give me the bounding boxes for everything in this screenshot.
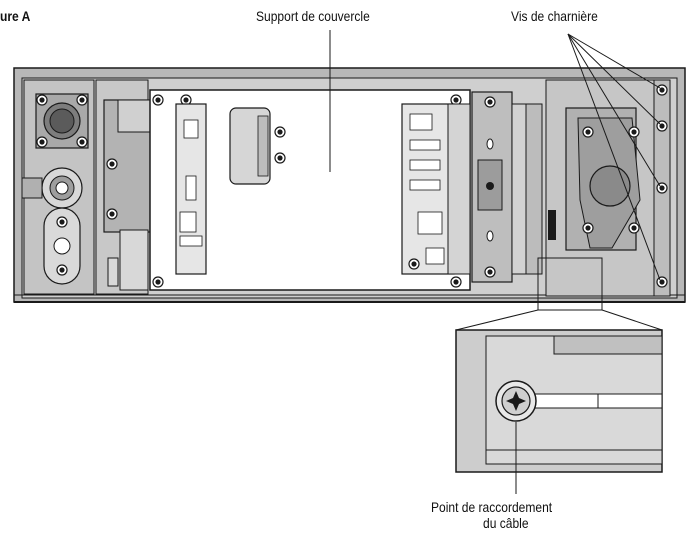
left-pcb <box>175 103 207 275</box>
cable-point-label-line1: Point de raccordement <box>431 499 553 515</box>
left-connector-section <box>21 79 95 295</box>
hinge-section <box>545 79 671 297</box>
zoom-source-box <box>537 257 603 311</box>
small-module <box>229 107 286 185</box>
hinge-screws-leaders <box>567 33 661 281</box>
cable-point-label-line2: du câble <box>483 515 529 531</box>
hinge-screws-label: Vis de charnière <box>511 8 598 24</box>
cable-connection-detail <box>455 329 663 473</box>
cover-support-label: Support de couvercle <box>256 8 370 24</box>
right-pcb <box>401 103 455 275</box>
mounting-bracket <box>447 91 543 283</box>
figure-label: ure A <box>0 8 31 24</box>
